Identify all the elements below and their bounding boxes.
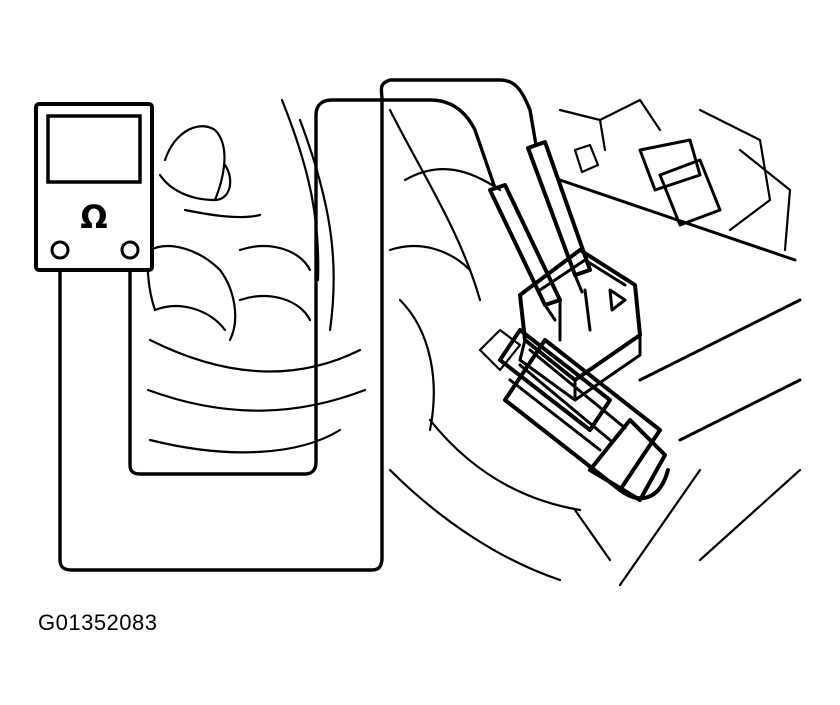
engine-background bbox=[146, 98, 802, 587]
test-probes bbox=[488, 140, 592, 322]
test-lead-left bbox=[58, 78, 538, 572]
test-lead-right bbox=[128, 98, 497, 476]
ohmmeter-display bbox=[46, 114, 142, 184]
sensor-body bbox=[478, 328, 670, 502]
figure-id: G01352083 bbox=[38, 610, 158, 635]
terminal-right bbox=[120, 240, 140, 260]
ohmmeter-icon: Ω bbox=[80, 198, 107, 236]
terminal-left bbox=[50, 240, 70, 260]
test-leads bbox=[58, 78, 538, 572]
sensor-connector bbox=[518, 248, 642, 402]
ohmmeter: Ω bbox=[34, 102, 154, 272]
